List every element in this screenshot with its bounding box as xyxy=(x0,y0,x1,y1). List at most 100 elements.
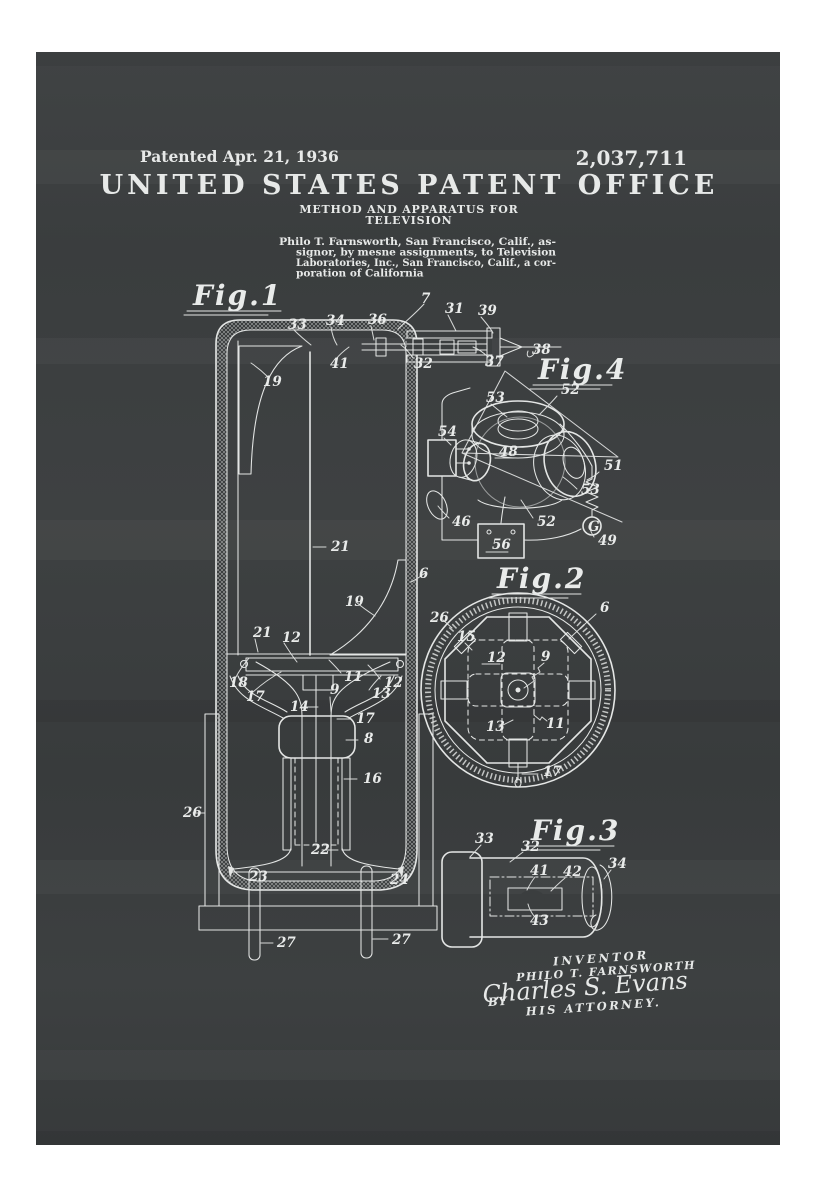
fig3-ref-42: 42 xyxy=(563,864,582,880)
fig1-label: Fig.1 xyxy=(192,279,282,312)
fig1-ref-38: 38 xyxy=(532,342,551,358)
fig1-ref-6: 6 xyxy=(419,566,429,582)
patent-number: 2,037,711 xyxy=(576,146,687,170)
patent-header: Patented Apr. 21, 1936 2,037,711 UNITED … xyxy=(100,146,719,280)
dashed-frame-12 xyxy=(467,639,569,741)
fig1-ref-13: 13 xyxy=(372,686,391,702)
fig4-label-underline xyxy=(529,384,613,390)
fig4-leader-lines xyxy=(437,395,600,553)
stem-wall-left xyxy=(282,757,292,851)
invention-title-line2: TELEVISION xyxy=(365,214,452,227)
by-label: BY xyxy=(486,994,508,1009)
fig2-label: Fig.2 xyxy=(496,562,586,595)
arrow-24 xyxy=(398,866,404,878)
coil-ring-26 xyxy=(425,597,611,783)
patented-date: Patented Apr. 21, 1936 xyxy=(140,147,339,166)
rolled-sheet-34 xyxy=(590,864,613,931)
fig3-ref-34: 34 xyxy=(608,856,627,872)
base-prong-27-right xyxy=(360,865,373,959)
fig1-ref-34: 34 xyxy=(326,313,345,329)
fig1-ref-37: 37 xyxy=(485,354,504,370)
fig1-ref-23: 23 xyxy=(248,869,268,885)
fig1-ref-21: 21 xyxy=(252,625,272,641)
disc-46 xyxy=(426,490,448,520)
fig2-ref-13: 13 xyxy=(486,719,505,735)
fig1-ref-19: 19 xyxy=(263,374,282,390)
fig4-label: Fig.4 xyxy=(537,353,627,386)
dashdot-frame xyxy=(489,876,594,917)
fig2-leader-lines xyxy=(442,613,597,775)
arrow-23 xyxy=(228,866,234,878)
fig1-ref-31: 31 xyxy=(445,301,464,317)
fig3-ref-32: 32 xyxy=(521,839,540,855)
fig1-ref-22: 22 xyxy=(310,842,330,858)
funnel-walls xyxy=(229,675,403,719)
attribution-line: Laboratories, Inc., San Francisco, Calif… xyxy=(296,257,556,269)
attribution-line: Philo T. Farnsworth, San Francisco, Cali… xyxy=(279,236,556,248)
fig2-ref-26: 26 xyxy=(429,610,449,626)
fig1-ref-12: 12 xyxy=(384,675,403,691)
fig1-ref-32: 32 xyxy=(414,356,433,372)
fig4-ref-54: 54 xyxy=(438,424,457,440)
base-prong-27-left xyxy=(248,867,261,961)
fig3-leader-lines xyxy=(469,844,612,917)
fig2-ref-11: 11 xyxy=(546,716,565,732)
fig4-ref-56: 56 xyxy=(492,537,511,553)
fig3-ref-labels: 33 32 41 42 34 43 xyxy=(475,831,627,929)
fig4-ref-52: 52 xyxy=(537,514,556,530)
outer-jacket-26 xyxy=(198,713,438,931)
hatched-region-19-bottom xyxy=(329,559,407,656)
fig4-ref-48: 48 xyxy=(499,444,518,460)
terminal-box-56 xyxy=(477,523,525,559)
office-title: UNITED STATES PATENT OFFICE xyxy=(100,170,719,201)
cylinder-48 xyxy=(449,439,492,482)
fig1-ref-21: 21 xyxy=(330,539,350,555)
fig1-ref-39: 39 xyxy=(478,303,497,319)
body-bottom xyxy=(477,496,563,524)
fig1-label-underline xyxy=(183,310,282,316)
fig3-label-underline xyxy=(522,845,615,851)
fig1-ref-18: 18 xyxy=(229,675,248,691)
center-aperture-9 xyxy=(507,679,529,701)
fig4-drawing: Fig.4 52 53 54 48 xyxy=(426,353,627,559)
fig1-ref-36: 36 xyxy=(368,312,387,328)
fig1-ref-41: 41 xyxy=(330,356,349,372)
circuit-wire-right xyxy=(523,528,582,541)
fig1-ref-24: 24 xyxy=(389,872,409,888)
attribution-line: signor, by mesne assignments, to Televis… xyxy=(296,247,556,259)
attribution-paragraph: Philo T. Farnsworth, San Francisco, Cali… xyxy=(279,236,556,280)
fig2-ref-15: 15 xyxy=(457,629,476,645)
fig3-ref-33: 33 xyxy=(475,831,494,847)
fig1-ref-9: 9 xyxy=(330,682,340,698)
fig2-ref-9: 9 xyxy=(541,649,551,665)
fig4-ref-52: 52 xyxy=(561,382,580,398)
fig1-ref-33: 33 xyxy=(288,317,307,333)
fig1-ref-17: 17 xyxy=(356,711,375,727)
fig1-ref-12: 12 xyxy=(282,630,301,646)
fig2-ref-17: 17 xyxy=(543,764,562,780)
octagon-shield xyxy=(444,616,592,764)
press-seal-8 xyxy=(278,715,356,759)
fig1-ref-8: 8 xyxy=(364,731,374,747)
fig1-ref-14: 14 xyxy=(290,699,309,715)
fig3-ref-43: 43 xyxy=(530,913,549,929)
fig3-ref-41: 41 xyxy=(530,863,549,879)
circuit-wires-left xyxy=(441,387,479,541)
fig4-ref-49: 49 xyxy=(598,533,617,549)
fig1-ref-16: 16 xyxy=(363,771,382,787)
fig1-ref-19: 19 xyxy=(345,594,364,610)
fig4-ref-51: 51 xyxy=(604,458,623,474)
cap-33 xyxy=(441,851,483,948)
aperture-43 xyxy=(519,890,545,908)
flare-seal-22 xyxy=(229,847,403,873)
fig4-ref-46: 46 xyxy=(452,514,471,530)
fig1-ref-26: 26 xyxy=(182,805,202,821)
fig1-drawing: Fig.1 xyxy=(182,279,562,961)
fig4-ref-53: 53 xyxy=(581,482,600,498)
inventor-label: INVENTOR xyxy=(552,948,650,969)
fig3-label: Fig.3 xyxy=(530,814,620,847)
